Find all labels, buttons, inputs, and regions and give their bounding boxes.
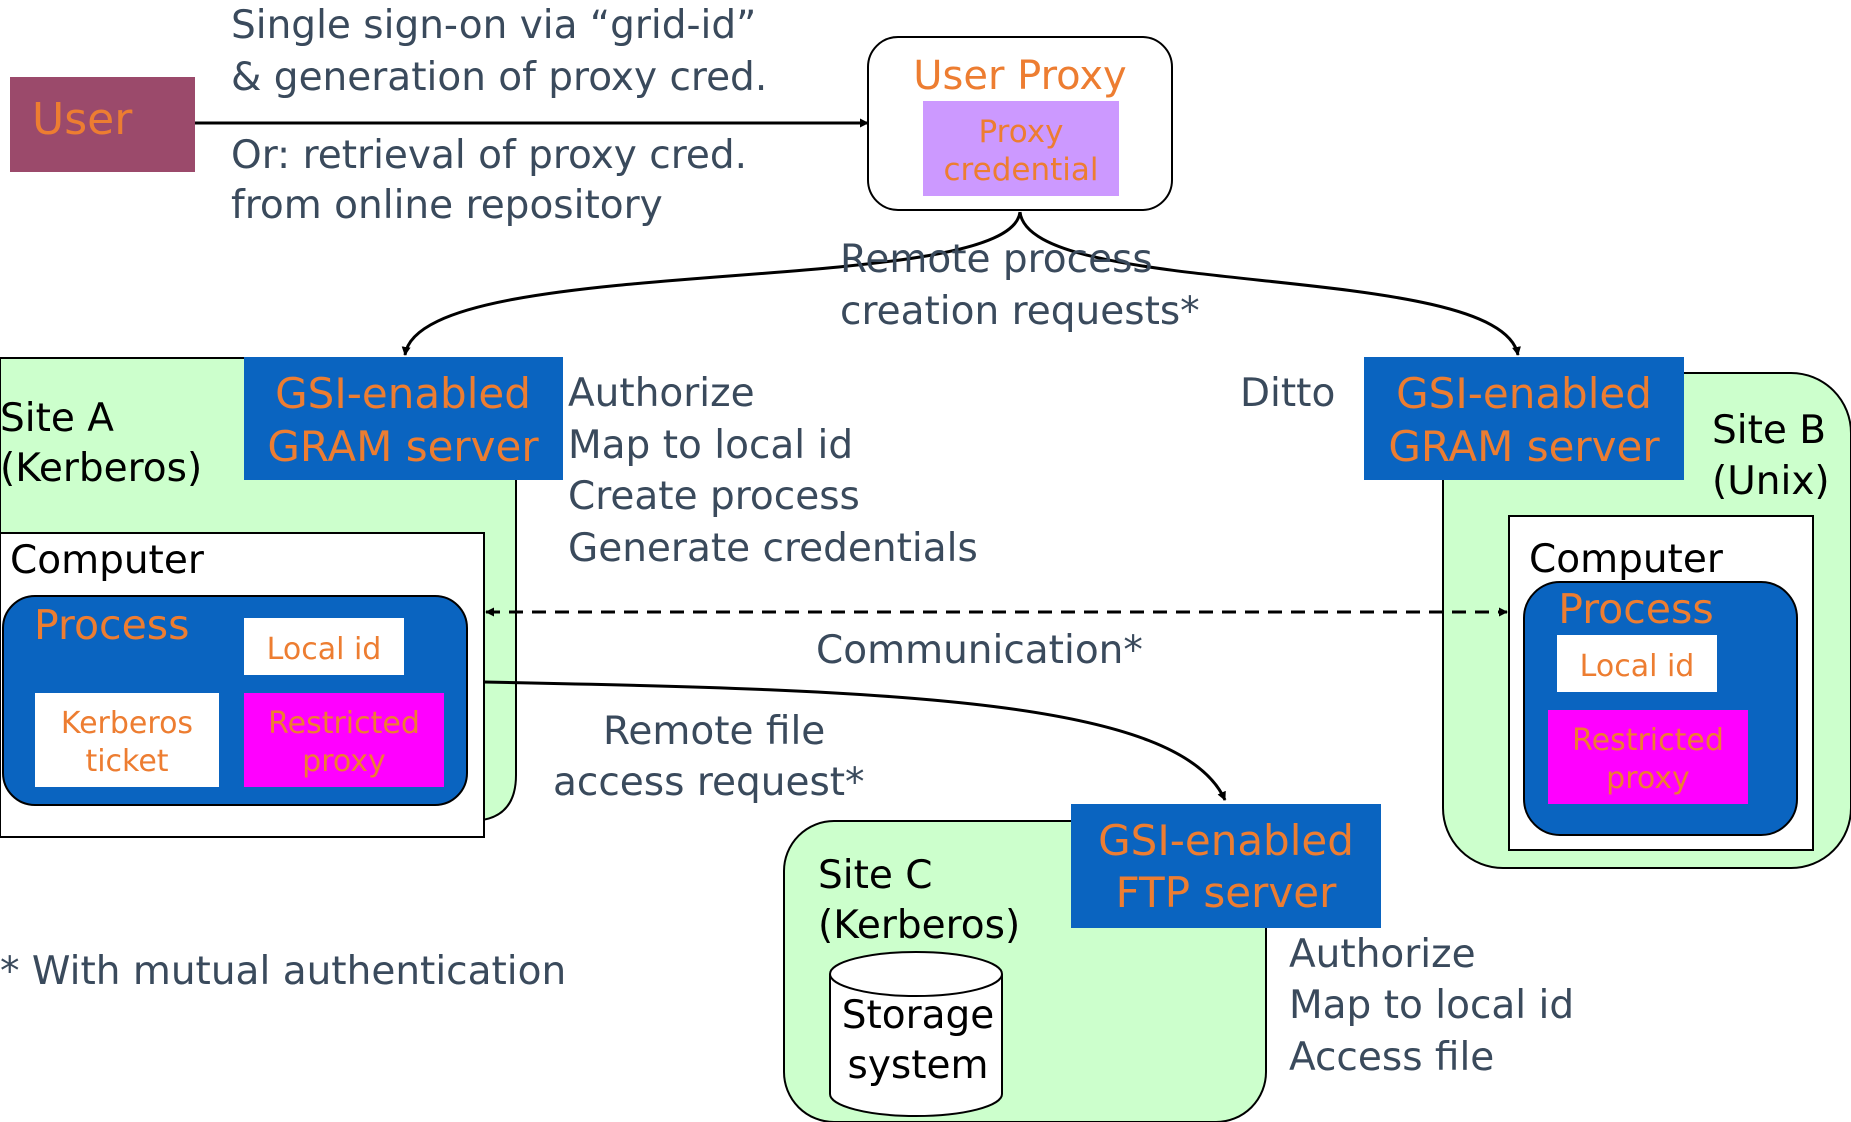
site-a-computer-label: Computer (10, 538, 205, 583)
signon-line2: & generation of proxy cred. (231, 55, 767, 100)
gram-action-generate: Generate credentials (568, 526, 978, 571)
site-a-name-line2: (Kerberos) (0, 446, 202, 491)
remote-file-line2: access request* (553, 760, 865, 805)
site-a-gram-line2: GRAM server (267, 422, 539, 471)
site-a-kerberos-line1: Kerberos (61, 706, 193, 741)
ftp-actions: Authorize Map to local id Access file (1289, 932, 1574, 1080)
site-a: Site A (Kerberos) GSI-enabled GRAM serve… (0, 357, 563, 838)
site-c: Site C (Kerberos) GSI-enabled FTP server… (783, 804, 1381, 1122)
site-b-gram-server (1364, 357, 1684, 480)
site-b-restricted-line2: proxy (1606, 761, 1690, 796)
signon-text: Single sign-on via “grid-id” & generatio… (231, 3, 767, 228)
site-b-computer-label: Computer (1529, 537, 1724, 582)
site-b-restricted-proxy (1548, 710, 1748, 804)
gram-action-create: Create process (568, 474, 860, 519)
site-b-restricted-line1: Restricted (1572, 723, 1724, 758)
gram-action-authorize: Authorize (568, 371, 755, 416)
site-a-local-id-label: Local id (267, 632, 382, 667)
storage-line2: system (848, 1043, 989, 1088)
proxy-credential-box (923, 101, 1119, 196)
signon-line4: from online repository (231, 183, 663, 228)
site-c-ftp-line2: FTP server (1116, 868, 1337, 917)
user-proxy-box: User Proxy Proxy credential (867, 36, 1173, 211)
user-box: User (10, 77, 195, 172)
user-proxy-title: User Proxy (913, 53, 1126, 99)
storage-line1: Storage (842, 993, 995, 1038)
footnote: * With mutual authentication (0, 949, 566, 994)
site-b-local-id-label: Local id (1580, 649, 1695, 684)
remote-process-line2: creation requests* (840, 289, 1200, 334)
ditto-label: Ditto (1240, 371, 1335, 416)
site-b-name-line2: (Unix) (1712, 459, 1830, 504)
remote-file-line1: Remote file (603, 709, 825, 754)
site-b-gram-line1: GSI-enabled (1396, 369, 1652, 418)
remote-process-arrow-b (1018, 211, 1521, 356)
site-b-name-line1: Site B (1712, 408, 1826, 453)
site-c-ftp-server (1071, 804, 1381, 928)
site-a-process-label: Process (34, 601, 190, 649)
site-a-restricted-line2: proxy (302, 744, 386, 779)
user-label: User (32, 94, 133, 145)
remote-process-arrow-a (401, 211, 1022, 356)
site-a-gram-server (244, 357, 563, 480)
remote-process-text: Remote process creation requests* (840, 237, 1200, 334)
site-a-restricted-proxy (244, 693, 444, 787)
site-a-name-line1: Site A (0, 396, 114, 441)
site-b-process-label: Process (1558, 585, 1714, 633)
storage-system-icon (829, 951, 1003, 1117)
ftp-action-authorize: Authorize (1289, 932, 1476, 977)
site-a-kerberos-ticket (35, 693, 219, 787)
signon-line1: Single sign-on via “grid-id” (231, 3, 756, 48)
site-a-kerberos-line2: ticket (85, 744, 168, 779)
proxy-credential-line2: credential (944, 152, 1099, 188)
site-c-name-line1: Site C (818, 853, 933, 898)
ftp-action-access: Access file (1289, 1035, 1494, 1080)
site-b-gram-line2: GRAM server (1388, 422, 1660, 471)
gram-action-map: Map to local id (568, 423, 853, 468)
site-c-ftp-line1: GSI-enabled (1098, 816, 1354, 865)
communication-label: Communication* (816, 628, 1143, 673)
proxy-credential-line1: Proxy (979, 114, 1064, 150)
remote-process-line1: Remote process (840, 237, 1153, 282)
site-a-gram-line1: GSI-enabled (275, 369, 531, 418)
site-c-name-line2: (Kerberos) (818, 903, 1020, 948)
ftp-action-map: Map to local id (1289, 983, 1574, 1028)
site-b-local-id (1557, 635, 1717, 692)
remote-file-arrow (483, 680, 1227, 801)
remote-file-text: Remote file access request* (553, 709, 865, 805)
gram-actions: Authorize Map to local id Create process… (568, 371, 978, 571)
signon-line3: Or: retrieval of proxy cred. (231, 133, 747, 178)
site-b: Site B (Unix) GSI-enabled GRAM server Co… (1364, 357, 1851, 869)
site-a-local-id (244, 618, 404, 675)
site-a-restricted-line1: Restricted (268, 706, 420, 741)
